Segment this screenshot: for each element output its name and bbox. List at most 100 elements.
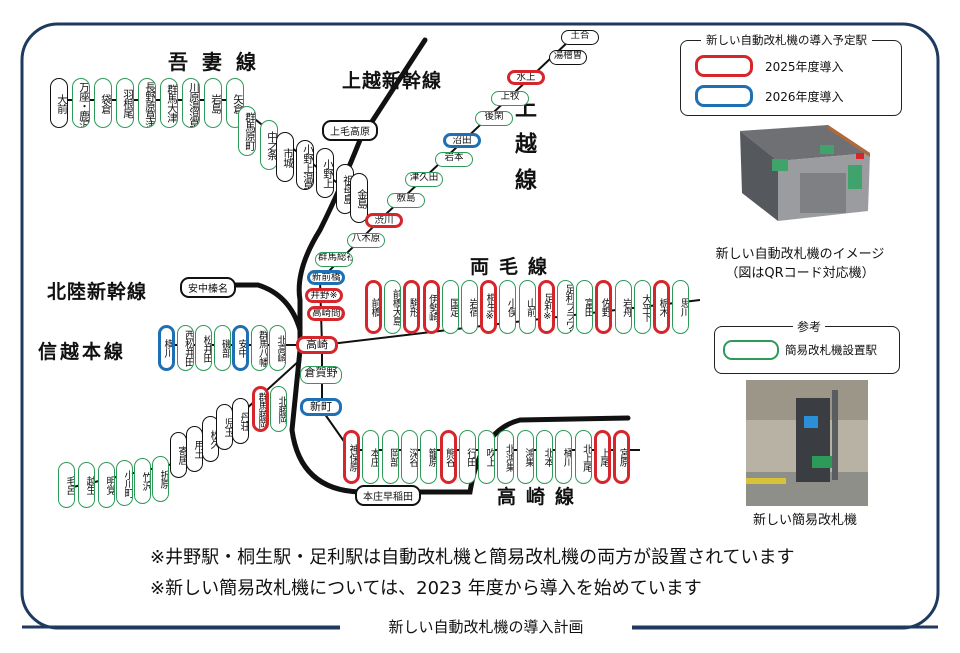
ryomo-line-label: 両毛線 [470,256,558,278]
station-joetsu_stations-8: 敷島 [387,193,425,208]
station-joetsu_stations-3: 上牧 [491,91,529,106]
station-shinetsu_stations-4: 安中 [232,325,249,371]
station-agatsuma_stations-6: 川原湯温泉 [182,78,200,128]
station-ryomo_stations-12: 佐野 [595,280,613,334]
station-shinetsu_stations-3: 磯部 [213,325,231,371]
station-joetsu_stations-4: 後閑 [475,111,513,126]
station-hachiko_stations-6: 寄居 [170,432,187,478]
station-ryomo_stations-15: 栃木 [653,280,670,334]
note-1: ※井野駅・桐生駅・足利駅は自動改札機と簡易改札機の両方が設置されています [150,547,795,568]
station-ryomo_stations-11: 富田 [576,280,594,334]
station-hachiko_stations-11: 群馬藤岡 [252,386,269,432]
joetsu-shinkansen-track [296,37,428,353]
station-hachiko_stations-9: 児玉 [216,404,233,450]
shinetsu-stations: 横川西松井田松井田磯部安中群馬八幡北高崎 [158,325,288,375]
station-joetsu_stations-0: 土合 [561,30,599,45]
station-hachiko_stations-4: 竹沢 [134,458,151,504]
hokuriku-shinkansen-label: 北陸新幹線 [47,281,148,303]
ref-legend-item: 簡易改札機設置駅 [723,340,877,360]
station-agatsuma_stations-5: 群馬大津 [160,78,178,128]
station-takasaki_stations-11: 桶川 [555,430,573,484]
station-ryomo_stations-6: 桐生※ [480,280,498,334]
station-ryomo_stations-0: 前橋 [365,280,382,334]
station-joetsu_stations-13: 井野※ [305,288,343,303]
station-agatsuma_stations-0: 大前 [50,78,68,128]
note-2: ※新しい簡易改札機については、2023 年度から導入を始めています [150,578,702,599]
station-shinetsu_stations-5: 群馬八幡 [250,325,268,371]
station-joetsu_stations-6: 岩本 [435,152,473,167]
station-takasaki_stations-10: 北本 [536,430,553,484]
station-agatsuma_stations-3: 羽根尾 [116,78,134,128]
takasaki-line-label: 高崎線 [497,486,585,508]
station-ryomo_stations-3: 伊勢崎 [422,280,440,334]
legend: 新しい自動改札機の導入予定駅 2025年度導入 2026年度導入 [680,32,902,116]
station-takasaki_stations-2: 岡部 [381,430,399,484]
station-hachiko_stations-2: 明覚 [98,462,115,508]
station-joetsu_stations-5: 沼田 [443,133,481,148]
gate-machine-caption: 新しい自動改札機のイメージ （図はQRコード対応機） [715,247,885,281]
station-ryomo_stations-8: 山前 [518,280,536,334]
station-shinetsu_stations-1: 西松井田 [176,325,194,371]
station-ryomo_stations-5: 岩宿 [461,280,478,334]
station-takasaki_stations-3: 深谷 [400,430,418,484]
station-takasaki_stations-0: 神保原 [343,430,360,484]
station-hachiko_stations-3: 小川町 [116,460,133,506]
station-takasaki_stations-14: 宮原 [613,430,631,484]
station-joetsu_stations-1: 湯檜曽 [549,50,587,65]
station-ryomo_stations-16: 思川 [672,280,690,334]
station-hachiko_stations-12: 北藤岡 [270,386,287,432]
station-joetsu_stations-11: 群馬総社 [315,252,353,267]
station-ryomo_stations-7: 小俣 [499,280,517,334]
station-takasaki_stations-12: 北上尾 [574,430,592,484]
hub-stations: 高崎倉賀野新町 [296,336,344,426]
joetsu-shinkansen-label: 上越新幹線 [342,70,443,92]
station-takasaki_stations-5: 熊谷 [439,430,457,484]
station-hachiko_stations-10: 丹荘 [232,398,249,444]
station-hub-0: 高崎 [296,336,338,354]
station-takasaki_stations-9: 鴻巣 [516,430,534,484]
legend-item-2026: 2026年度導入 [695,85,844,107]
station-shinetsu_stations-0: 横川 [158,325,175,371]
green-swatch [723,340,779,360]
station-agatsuma_stations-7: 岩島 [204,78,222,128]
station-ryomo_stations-13: 岩舟 [614,280,632,334]
station-agatsuma_stations-4: 長野原草津口 [138,78,156,128]
station-takasaki_stations-7: 吹上 [478,430,496,484]
shinkansen-station-annakaharuna: 安中榛名 [180,277,236,298]
hachiko-stations: 毛呂越生明覚小川町竹沢折原寄居用土松久児玉丹荘群馬藤岡北藤岡 [58,386,288,511]
station-ryomo_stations-9: 足利※ [537,280,555,334]
station-ryomo_stations-14: 大平下 [633,280,651,334]
simple-gate-caption: 新しい簡易改札機 [752,513,857,528]
agatsuma-line-label: 吾妻線 [168,50,270,74]
station-agatsuma_stations-11: 市城 [276,132,294,182]
agatsuma-stations: 大前万座・鹿沢口袋倉羽根尾長野原草津口群馬大津川原湯温泉岩島矢倉群馬原町中之条市… [50,78,370,228]
station-joetsu_stations-2: 水上 [507,70,545,85]
station-ryomo_stations-4: 国定 [441,280,459,334]
station-agatsuma_stations-15: 金島 [350,173,368,223]
station-hachiko_stations-0: 毛呂 [58,462,75,508]
shinkansen-station-honjowaseda: 本庄早稲田 [355,485,421,506]
ryomo-stations: 前橋前橋大島駒形伊勢崎国定岩宿桐生※小俣山前足利※足利フラワーパーク富田佐野岩舟… [365,280,695,340]
station-hachiko_stations-1: 越生 [78,462,95,508]
station-shinetsu_stations-6: 北高崎 [269,325,286,371]
blue-swatch [695,85,753,107]
station-agatsuma_stations-9: 群馬原町 [238,106,256,156]
red-swatch [695,55,753,77]
footer-title: 新しい自動改札機の導入計画 [340,616,632,637]
station-takasaki_stations-13: 上尾 [593,430,611,484]
station-ryomo_stations-2: 駒形 [403,280,421,334]
station-hachiko_stations-5: 折原 [152,456,169,502]
station-joetsu_stations-9: 渋川 [365,213,403,228]
joetsu-line-label: 上越線 [511,96,536,204]
station-takasaki_stations-4: 籠原 [420,430,438,484]
station-agatsuma_stations-12: 小野上温泉 [296,140,314,190]
station-hub-2: 新町 [300,398,342,416]
station-ryomo_stations-10: 足利フラワーパーク [557,280,574,334]
station-joetsu_stations-10: 八木原 [347,233,385,248]
station-hub-1: 倉賀野 [300,366,342,384]
station-joetsu_stations-7: 津久田 [405,172,443,187]
station-takasaki_stations-8: 北鴻巣 [497,430,515,484]
station-ryomo_stations-1: 前橋大島 [384,280,402,334]
station-joetsu_stations-12: 新前橋 [307,270,345,285]
station-takasaki_stations-6: 行田 [458,430,476,484]
